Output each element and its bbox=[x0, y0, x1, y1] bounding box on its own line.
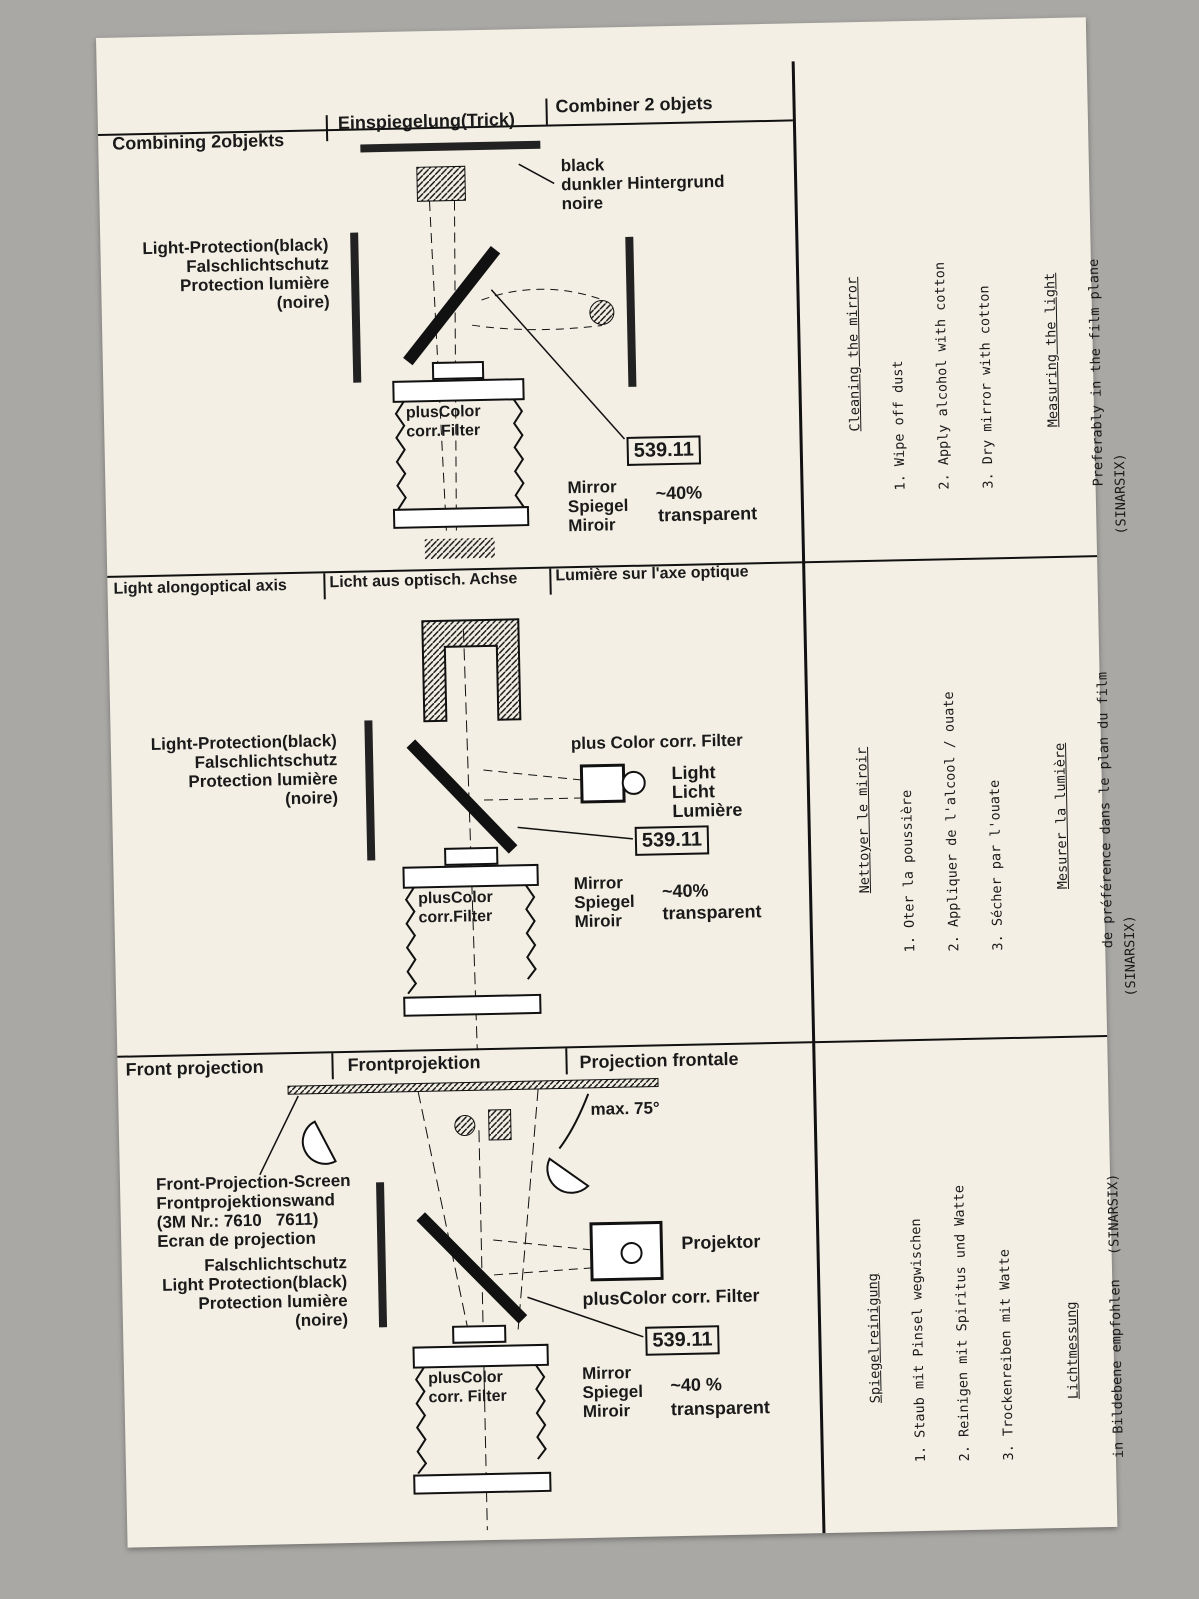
bellows-left bbox=[404, 886, 418, 995]
measuring-note: in Bildebene empfohlen (SINARSIX) bbox=[1105, 1173, 1127, 1459]
step-1: 1. Staub mit Pinsel wegwischen bbox=[907, 1218, 930, 1463]
background-panel bbox=[360, 140, 541, 153]
mirror-539 bbox=[416, 1212, 528, 1324]
light-path bbox=[493, 1267, 592, 1276]
object-box bbox=[488, 1109, 512, 1141]
mirror-539 bbox=[403, 245, 501, 366]
axis-line bbox=[517, 1088, 539, 1330]
instructions-fr: Nettoyer le miroir 1. Oter la poussière … bbox=[807, 557, 1139, 1041]
diagram-optical-axis bbox=[364, 618, 646, 1051]
section-combining: Combining 2objekts Einspiegelung(Trick) … bbox=[96, 17, 1086, 560]
lens-standard bbox=[412, 1343, 549, 1369]
screen-label: Front-Projection-Screen Frontprojektions… bbox=[155, 1170, 351, 1251]
spotlight-left bbox=[301, 1120, 337, 1165]
instructions-fr-text: Nettoyer le miroir 1. Oter la poussière … bbox=[828, 671, 1165, 1003]
object-top bbox=[416, 165, 466, 202]
step-2: 2. Appliquer de l'alcool / ouate bbox=[940, 691, 963, 952]
bellows-right bbox=[535, 1364, 547, 1460]
protection-panel-right bbox=[625, 236, 637, 387]
protection-panel-left bbox=[350, 232, 362, 383]
light-path bbox=[472, 324, 603, 331]
axis-line bbox=[417, 1091, 469, 1331]
step-1: 1. Wipe off dust bbox=[889, 360, 909, 491]
mirror-539 bbox=[406, 739, 518, 854]
lens-standard bbox=[392, 378, 525, 403]
instructions-de-text: Spiegelreinigung 1. Staub mit Pinsel weg… bbox=[838, 1173, 1153, 1513]
pointer-line bbox=[490, 289, 626, 440]
light-path bbox=[483, 769, 582, 781]
lens bbox=[452, 1324, 507, 1344]
bellows-left bbox=[394, 401, 407, 521]
lens bbox=[444, 846, 499, 866]
instructions-en-text: Cleaning the mirror 1. Wipe off dust 2. … bbox=[819, 258, 1155, 541]
lens-standard bbox=[402, 863, 539, 889]
step-3: 3. Dry mirror with cotton bbox=[976, 285, 997, 489]
bellows-right bbox=[525, 884, 537, 980]
heading-cleaning: Spiegelreinigung bbox=[865, 1273, 884, 1404]
heading-cleaning: Nettoyer le miroir bbox=[854, 746, 874, 894]
object-side bbox=[589, 299, 615, 325]
projector-lamp-icon bbox=[620, 1242, 643, 1265]
rear-standard bbox=[403, 993, 542, 1017]
axis-line bbox=[462, 630, 478, 1051]
light-lamp-icon bbox=[621, 770, 646, 795]
pointer-line bbox=[259, 1095, 299, 1176]
pointer-line bbox=[518, 163, 555, 185]
protection-panel bbox=[364, 720, 376, 861]
step-2: 2. Apply alcohol with cotton bbox=[931, 261, 953, 490]
angle-arrow bbox=[558, 1093, 590, 1150]
instructions-en: Cleaning the mirror 1. Wipe off dust 2. … bbox=[797, 55, 1129, 561]
diagram-combining bbox=[350, 140, 637, 560]
instruction-sheet: Combining 2objekts Einspiegelung(Trick) … bbox=[96, 17, 1139, 1548]
measuring-note: Preferably in the film plane (SINARSIX) bbox=[1085, 258, 1130, 535]
pointer-line bbox=[527, 1296, 644, 1338]
step-3: 3. Sécher par l'ouate bbox=[986, 779, 1007, 951]
protection-label: Falschlichtschutz Light Protection(black… bbox=[161, 1253, 349, 1331]
transparent-label: transparent bbox=[670, 1397, 771, 1420]
protection-panel bbox=[376, 1182, 388, 1328]
percent-label: ~40 % bbox=[670, 1374, 723, 1396]
step-2: 2. Reinigen mit Spiritus und Watte bbox=[951, 1184, 973, 1462]
heading-measuring: Measuring the light bbox=[1042, 272, 1062, 428]
projector-label: Projektor bbox=[681, 1231, 761, 1254]
heading-measuring: Mesurer la lumière bbox=[1051, 742, 1072, 890]
bellows-right bbox=[512, 398, 526, 518]
light-hood bbox=[421, 618, 522, 723]
diagram-front-projection bbox=[259, 1077, 664, 1531]
step-3: 3. Trockenreiben mit Watte bbox=[996, 1248, 1017, 1461]
angle-label: max. 75° bbox=[590, 1098, 660, 1119]
part-number-box: 539.11 bbox=[645, 1325, 720, 1356]
color-filter-label: plusColor corr. Filter bbox=[582, 1285, 760, 1310]
filter-label: plusColor corr. Filter bbox=[427, 1368, 507, 1407]
section-optical-axis: Light alongoptical axis Licht aus optisc… bbox=[96, 17, 1086, 1051]
step-1: 1. Oter la poussière bbox=[898, 789, 919, 953]
film-plane bbox=[424, 537, 495, 560]
instructions-de: Spiegelreinigung 1. Staub mit Pinsel weg… bbox=[817, 1037, 1127, 1533]
light-path bbox=[493, 1239, 592, 1251]
heading-cleaning: Cleaning the mirror bbox=[844, 276, 864, 432]
section-front-projection: Front projection Frontprojektion Project… bbox=[96, 17, 1086, 1531]
spotlight-right bbox=[546, 1157, 590, 1194]
object-sphere bbox=[454, 1115, 476, 1137]
projection-screen bbox=[287, 1077, 659, 1095]
light-path bbox=[484, 797, 583, 801]
pointer-line bbox=[517, 826, 633, 840]
lens bbox=[431, 360, 485, 381]
measuring-note: de préférence dans le plan du film (SINA… bbox=[1094, 671, 1140, 997]
heading-measuring: Lichtmessung bbox=[1063, 1301, 1082, 1400]
rear-standard bbox=[392, 506, 530, 529]
light-path bbox=[481, 288, 602, 301]
rear-standard bbox=[413, 1471, 552, 1495]
mirror-label: Mirror Spiegel Miroir bbox=[581, 1363, 644, 1422]
bellows-left bbox=[414, 1366, 428, 1475]
